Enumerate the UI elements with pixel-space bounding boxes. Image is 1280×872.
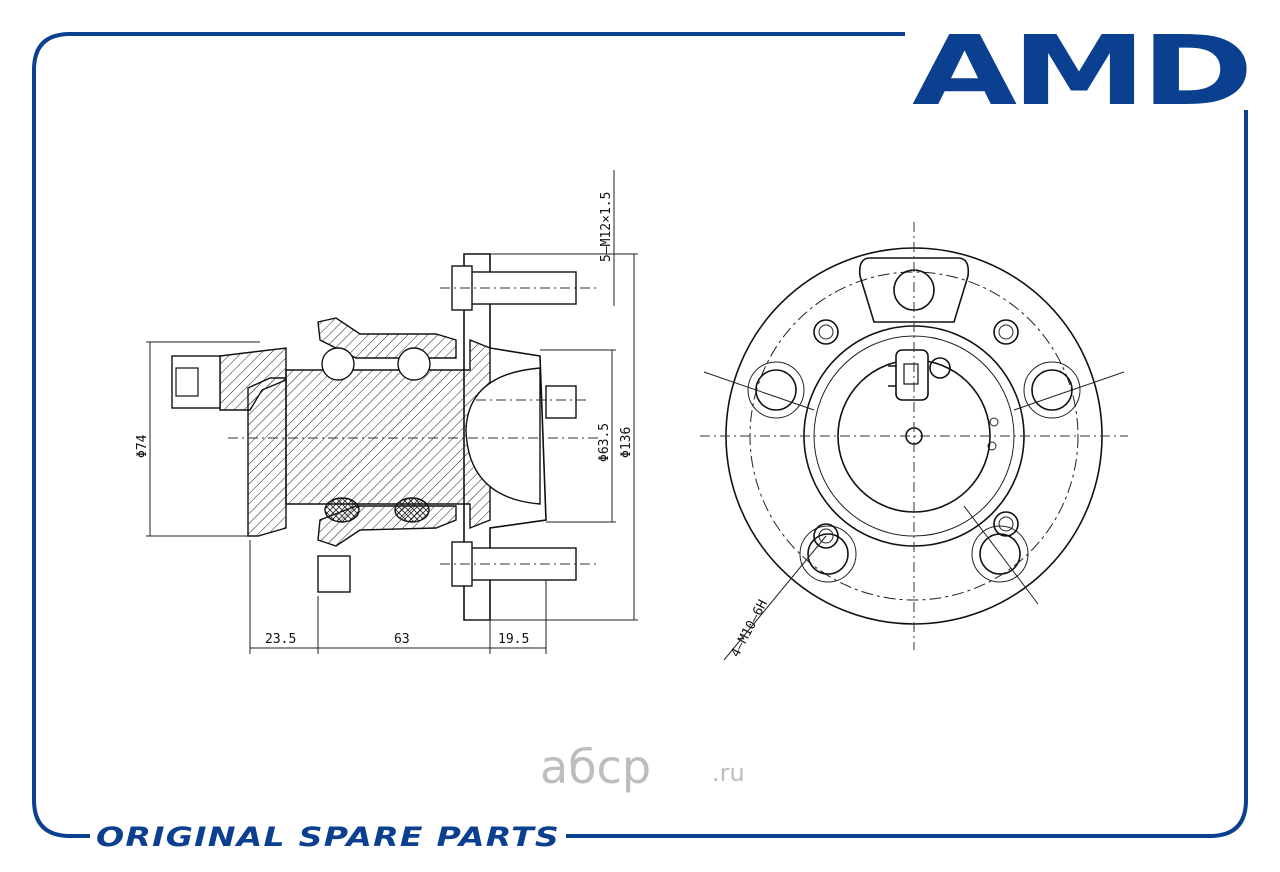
- watermark-text: aбcp: [540, 740, 651, 794]
- amd-logo: AMD: [912, 15, 1252, 127]
- logo-text: AMD: [912, 15, 1248, 127]
- dim-dia-63-5: Φ63.5: [597, 423, 612, 462]
- dim-dia-136: Φ136: [619, 427, 634, 458]
- watermark: aбcp .ru: [540, 740, 745, 794]
- watermark-suffix: .ru: [712, 759, 745, 787]
- sensor-plug: [171, 355, 221, 409]
- ball-top-2: [397, 347, 431, 381]
- page-frame: [32, 32, 1248, 838]
- dim-len-63: 63: [394, 632, 410, 647]
- front-view: [700, 222, 1128, 661]
- footer-title: ORIGINAL SPARE PARTS: [96, 822, 560, 853]
- ball-bottom-1: [324, 497, 360, 523]
- end-cap: [247, 377, 287, 537]
- dim-len-19-5: 19.5: [498, 632, 529, 647]
- dim-mount-thread: 4—M10—6H: [728, 598, 771, 660]
- ball-bottom-2: [394, 497, 430, 523]
- abs-sensor: [888, 349, 951, 401]
- lower-spigot: [317, 555, 351, 593]
- hub-body-section: [285, 338, 491, 530]
- dim-len-23-5: 23.5: [265, 632, 296, 647]
- ball-top-1: [321, 347, 355, 381]
- dim-stud-thread: 5—M12×1.5: [599, 192, 614, 262]
- outer-ring-top: [317, 317, 457, 359]
- side-section-view: Φ74 Φ63.5 Φ136 5—M12×1.5 23.5 63 19.5: [135, 170, 638, 654]
- dim-dia-74: Φ74: [135, 434, 150, 458]
- hub-dome: [465, 367, 541, 505]
- pilot-spigot: [545, 385, 577, 419]
